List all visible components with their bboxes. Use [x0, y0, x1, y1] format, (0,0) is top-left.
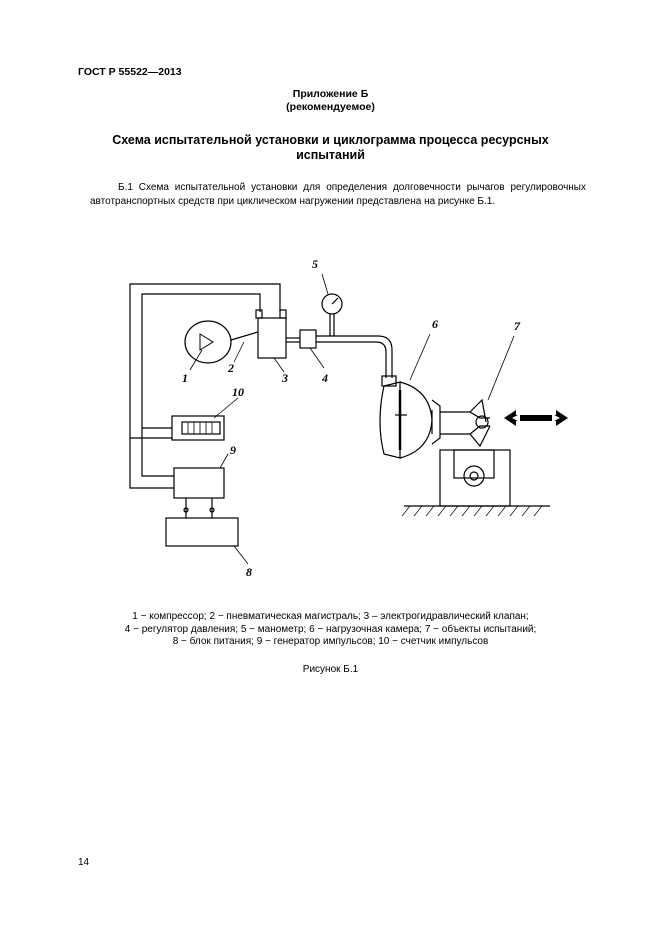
- label-7: 7: [514, 319, 521, 333]
- body-paragraph: Б.1 Схема испытательной установки для оп…: [90, 182, 586, 207]
- label-9: 9: [230, 443, 236, 457]
- label-4: 4: [321, 371, 328, 385]
- pneumatic-line: [230, 331, 259, 341]
- legend-line: 8 − блок питания; 9 − генератор импульсо…: [172, 636, 489, 647]
- control-wiring: [129, 283, 281, 489]
- label-5: 5: [312, 257, 318, 271]
- label-8: 8: [246, 565, 252, 579]
- label-10: 10: [232, 385, 244, 399]
- air-pipe: [316, 314, 393, 378]
- pressure-regulator: [299, 329, 317, 349]
- test-rig-diagram: 1 2 3 4 5 6 7 8 9 10: [129, 257, 568, 579]
- appendix-heading: Приложение Б (рекомендуемое): [0, 88, 661, 114]
- label-3: 3: [281, 371, 288, 385]
- page-number: 14: [78, 857, 90, 868]
- appendix-note: (рекомендуемое): [286, 101, 375, 113]
- legend-line: 1 − компрессор; 2 − пневматическая магис…: [132, 611, 529, 622]
- standard-header: ГОСТ Р 55522—2013: [78, 66, 182, 78]
- test-stand: [401, 449, 550, 517]
- label-6: 6: [432, 317, 438, 331]
- pulse-generator: [173, 467, 225, 499]
- figure-legend: 1 − компрессор; 2 − пневматическая магис…: [0, 611, 661, 649]
- appendix-title: Приложение Б: [292, 88, 369, 100]
- figure-caption: Рисунок Б.1: [302, 664, 359, 675]
- legend-line: 4 − регулятор давления; 5 − манометр; 6 …: [124, 623, 537, 635]
- load-chamber: [379, 375, 441, 459]
- section-title: Схема испытательной установки и циклогра…: [112, 133, 549, 162]
- label-2: 2: [227, 361, 234, 375]
- leader-lines: [189, 273, 515, 565]
- power-supply: [165, 498, 239, 547]
- pulse-counter: [171, 415, 225, 441]
- test-object: [440, 398, 495, 487]
- manometer: [321, 293, 343, 315]
- electrohydraulic-valve: [255, 309, 287, 359]
- double-arrow-icon: [504, 410, 568, 426]
- compressor: [184, 320, 232, 364]
- label-1: 1: [182, 371, 188, 385]
